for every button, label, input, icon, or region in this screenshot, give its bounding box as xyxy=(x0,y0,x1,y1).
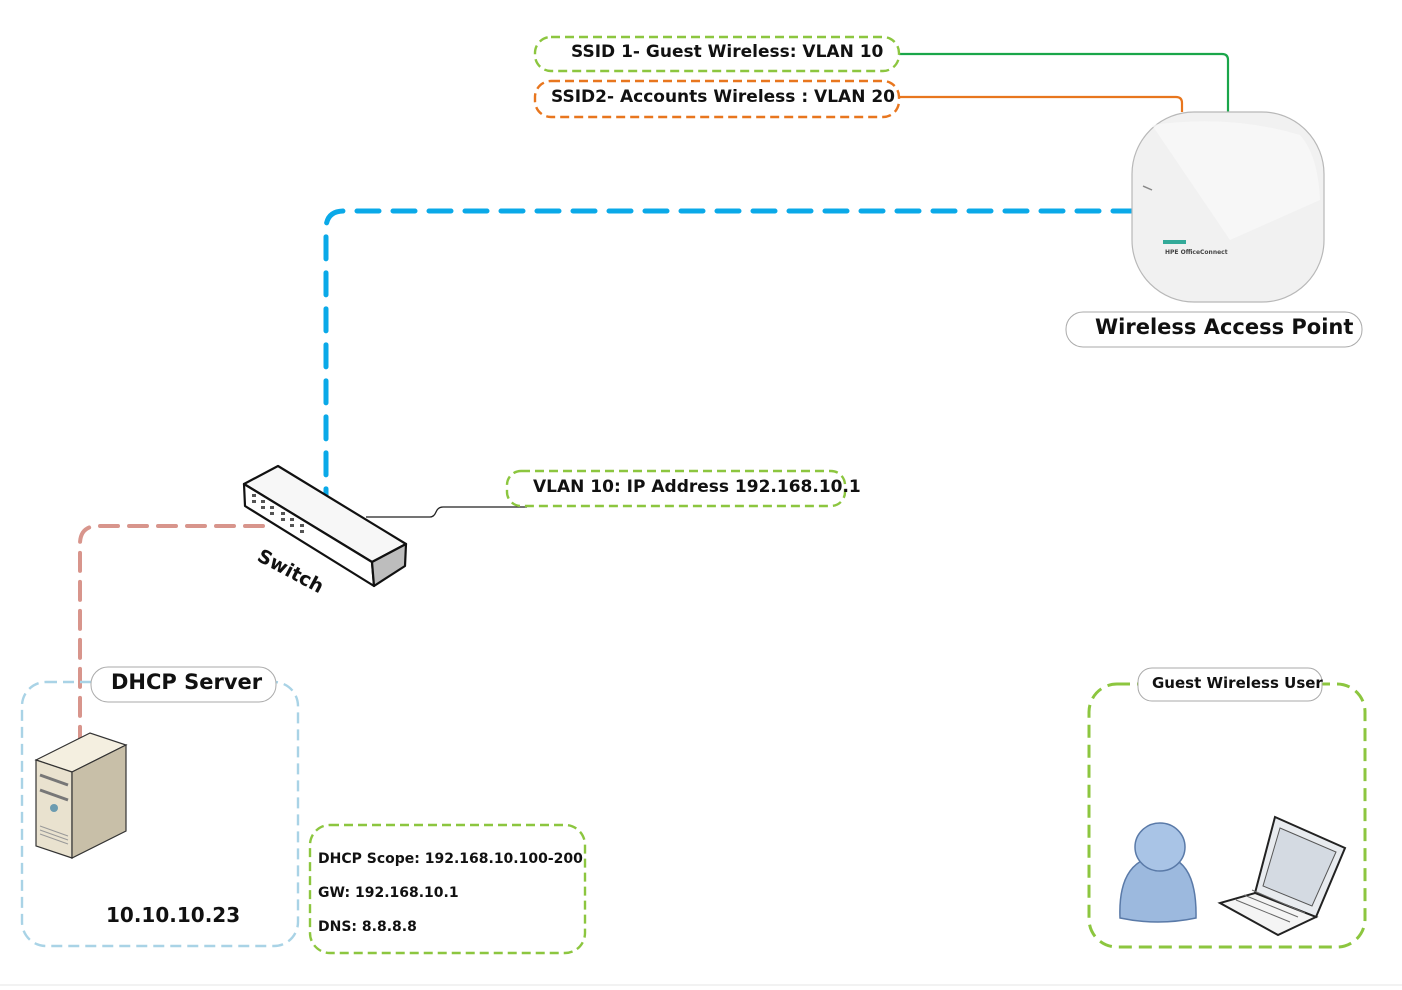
server-icon xyxy=(34,732,128,859)
server-ip-label: 10.10.10.23 xyxy=(106,903,241,927)
ssid2-label: SSID2- Accounts Wireless : VLAN 20 xyxy=(551,87,895,107)
dns-text: DNS: 8.8.8.8 xyxy=(318,919,417,935)
dhcp-server-label: DHCP Server xyxy=(111,670,263,694)
trunk-link-line xyxy=(323,208,1138,503)
ssid1-label: SSID 1- Guest Wireless: VLAN 10 xyxy=(571,42,884,62)
server-link-line xyxy=(78,524,265,744)
dhcp-scope-box xyxy=(308,823,587,955)
wap-label: Wireless Access Point xyxy=(1095,315,1354,339)
ssid2-connector-line xyxy=(898,95,1184,112)
gateway-text: GW: 192.168.10.1 xyxy=(318,885,459,901)
dhcp-server-label-pill xyxy=(90,666,277,703)
laptop-icon xyxy=(1217,815,1347,937)
ssid1-connector-line xyxy=(898,52,1230,112)
dhcp-server-group-box xyxy=(20,680,300,948)
ssid2-pill xyxy=(533,79,901,119)
dhcp-scope-text: DHCP Scope: 192.168.10.100-200 xyxy=(318,851,583,867)
access-point-icon: HPE OfficeConnect xyxy=(1131,111,1325,303)
ssid1-pill xyxy=(533,35,901,73)
switch-icon xyxy=(242,464,408,588)
vlan-ip-label: VLAN 10: IP Address 192.168.10.1 xyxy=(533,477,861,497)
guest-user-label: Guest Wireless User xyxy=(1152,674,1323,692)
guest-user-label-pill xyxy=(1137,667,1323,702)
vlan-ip-pill xyxy=(505,469,847,508)
svg-text:HPE OfficeConnect: HPE OfficeConnect xyxy=(1165,249,1228,256)
wap-label-pill xyxy=(1065,311,1363,348)
user-icon xyxy=(1119,822,1197,923)
vlan-callout-line xyxy=(366,506,527,518)
